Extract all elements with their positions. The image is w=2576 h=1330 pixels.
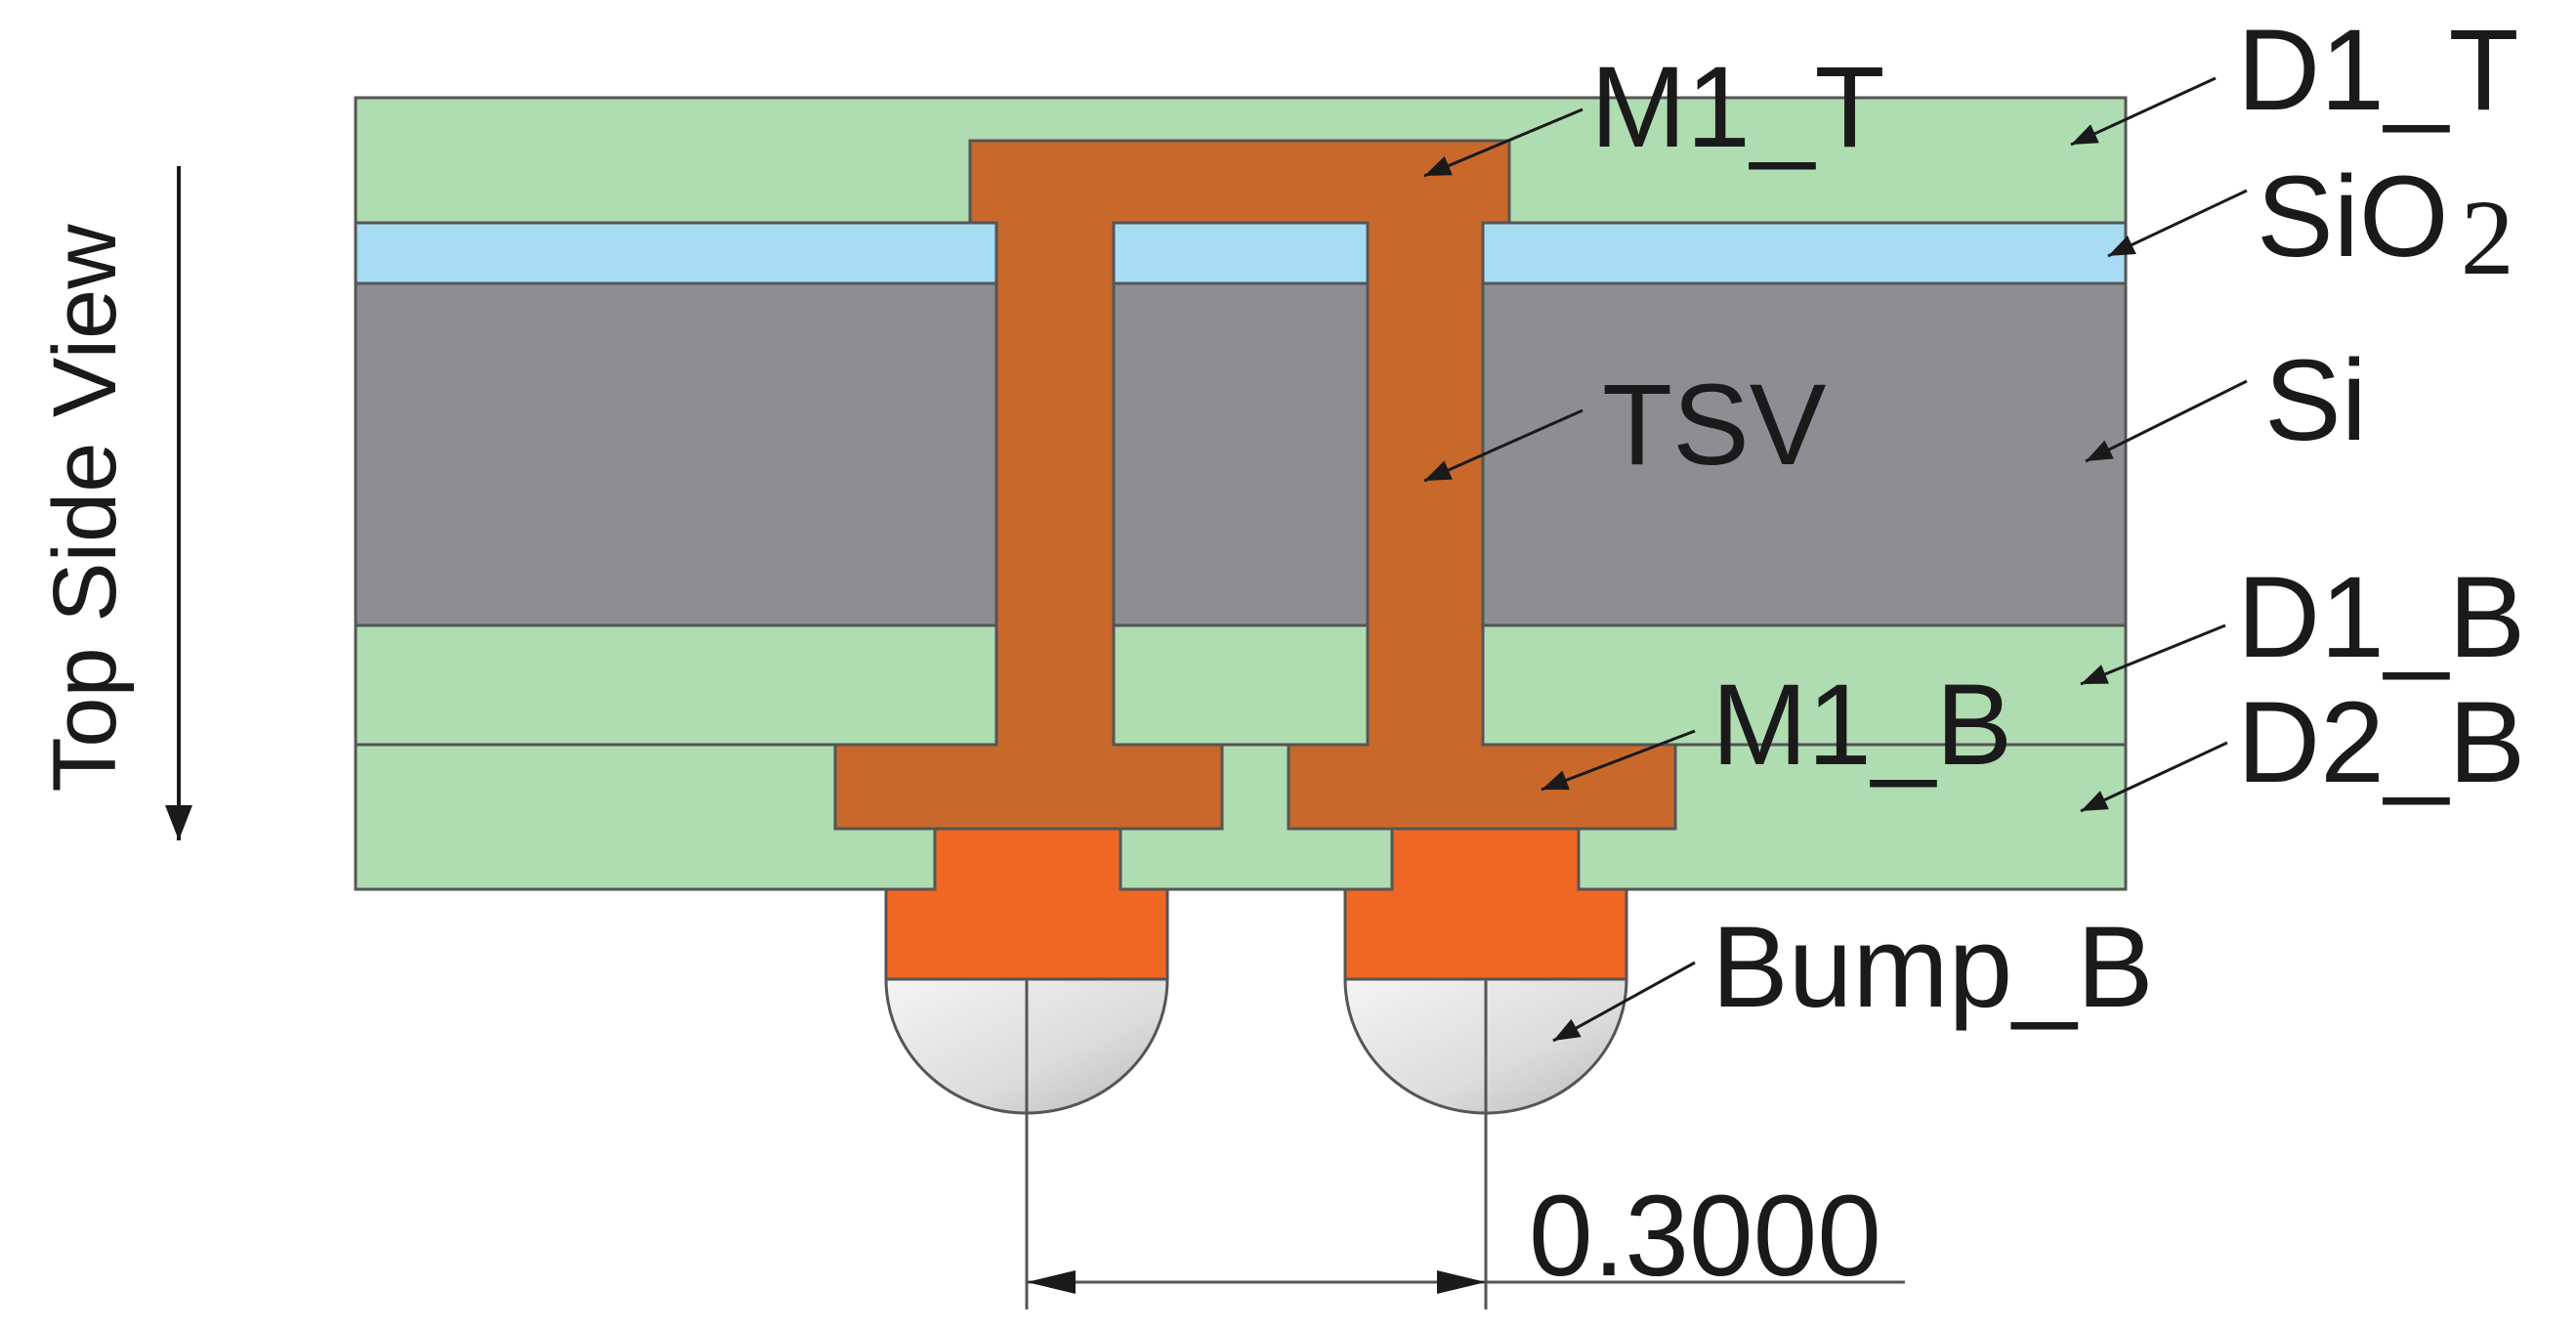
dimension-arrow-left: [1027, 1270, 1076, 1294]
d2-b-layer: [354, 743, 2128, 891]
d1-b-layer: [354, 623, 2128, 747]
leader-bump-b: [1552, 961, 1696, 1043]
label-d1-b: D1_B: [2237, 553, 2525, 682]
label-d2-b: D2_B: [2237, 678, 2525, 807]
dimension-value-label: 0.3000: [1529, 1172, 1881, 1301]
label-tsv: TSV: [1602, 361, 1827, 490]
label-sio2-base: SiO: [2257, 152, 2449, 281]
label-m1-b: M1_B: [1711, 661, 2012, 790]
sio2-layer: [354, 221, 2128, 285]
label-sio2-subscript: 2: [2461, 178, 2514, 297]
label-d1-t: D1_T: [2237, 6, 2519, 135]
dimension-arrow-right: [1437, 1270, 1486, 1294]
copper-tsv-structure: [833, 139, 1677, 831]
leader-d2-b: [2080, 741, 2228, 813]
leader-m1-b: [1541, 729, 1696, 792]
leader-d1-b: [2080, 623, 2226, 686]
leader-m1-t: [1423, 107, 1584, 178]
leader-sio2: [2107, 189, 2248, 258]
leader-d1-t: [2070, 76, 2217, 147]
label-si: Si: [2264, 336, 2367, 465]
side-view-label: Top Side View: [35, 224, 135, 793]
label-bump-b: Bump_B: [1711, 903, 2154, 1032]
label-m1-t: M1_T: [1590, 43, 1885, 172]
si-layer: [354, 281, 2128, 627]
leader-si: [2085, 379, 2248, 463]
leader-tsv: [1423, 408, 1584, 483]
